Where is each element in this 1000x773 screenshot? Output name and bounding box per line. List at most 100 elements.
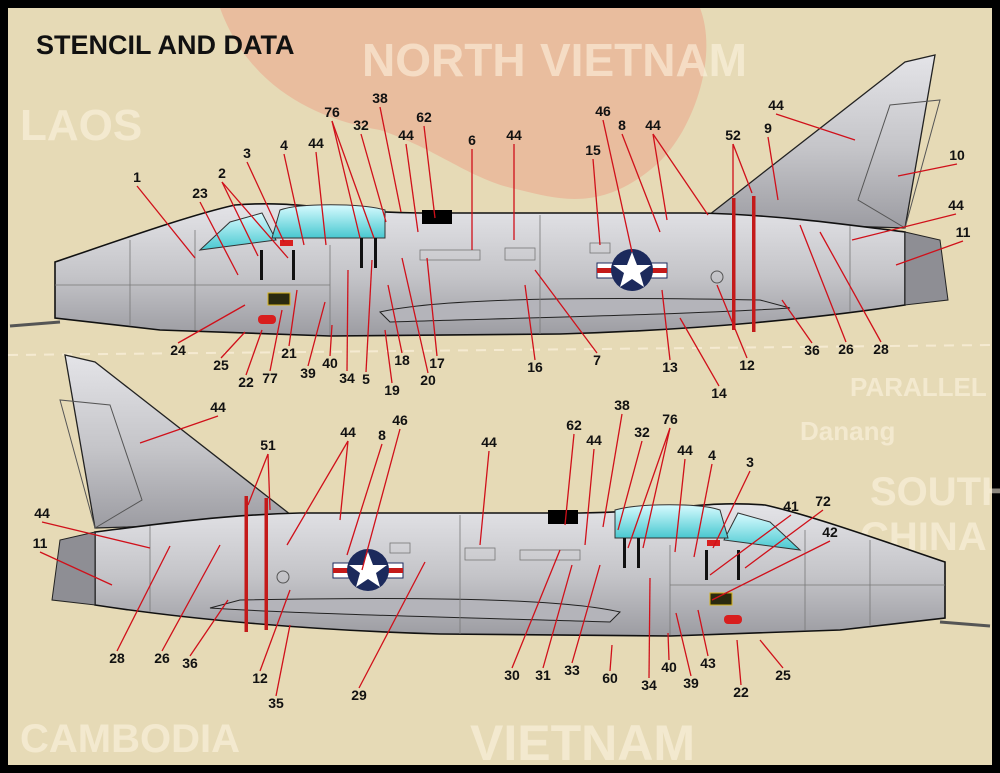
- leader-line: [895, 240, 964, 266]
- leader-line: [269, 309, 283, 372]
- callout-number: 25: [213, 357, 229, 373]
- callout-number: 44: [645, 117, 661, 133]
- leader-line: [286, 440, 349, 546]
- leader-line: [307, 301, 326, 367]
- callout-number: 77: [262, 370, 278, 386]
- callout-number: 26: [154, 650, 170, 666]
- callout-number: 4: [708, 447, 716, 463]
- callout-number: 34: [339, 370, 355, 386]
- map-label-south: SOUTH: [870, 470, 1000, 514]
- leader-line: [609, 644, 613, 672]
- callout-number: 21: [281, 345, 297, 361]
- leader-line: [245, 329, 263, 376]
- leader-line: [379, 106, 402, 213]
- leader-line: [331, 120, 361, 239]
- leader-line: [267, 453, 271, 511]
- callout-number: 29: [351, 687, 367, 703]
- callout-number: 35: [268, 695, 284, 711]
- callout-number: 44: [586, 432, 602, 448]
- leader-line: [851, 213, 957, 241]
- leader-line: [819, 231, 882, 343]
- leader-line: [511, 549, 561, 669]
- callout-number: 9: [764, 120, 772, 136]
- leader-line: [479, 450, 490, 546]
- leader-line: [716, 284, 748, 359]
- callout-number: 42: [822, 524, 838, 540]
- map-label-vietnam: VIETNAM: [540, 34, 747, 86]
- leader-line: [423, 125, 436, 219]
- callout-number: 34: [641, 677, 657, 693]
- callout-number: 44: [768, 97, 784, 113]
- callout-number: 1: [133, 169, 141, 185]
- leader-line: [247, 453, 269, 506]
- leader-line: [667, 632, 670, 661]
- callout-number: 32: [353, 117, 369, 133]
- leader-line: [709, 514, 792, 576]
- leader-line: [732, 143, 753, 194]
- leader-line: [697, 609, 709, 657]
- callout-number: 46: [595, 103, 611, 119]
- callout-number: 28: [873, 341, 889, 357]
- callout-number: 14: [711, 385, 727, 401]
- leader-line: [542, 564, 573, 669]
- leader-line: [221, 181, 289, 259]
- leader-line: [39, 551, 113, 586]
- leader-line: [387, 284, 403, 354]
- leader-line: [648, 577, 651, 679]
- leader-line: [365, 259, 373, 373]
- leader-line: [221, 181, 259, 257]
- callout-number: 32: [634, 424, 650, 440]
- callout-number: 3: [243, 145, 251, 161]
- callout-number: 25: [775, 667, 791, 683]
- callout-number: 36: [182, 655, 198, 671]
- page-title: STENCIL AND DATA: [36, 30, 295, 60]
- callout-number: 60: [602, 670, 618, 686]
- leader-line: [674, 458, 686, 553]
- leader-line: [571, 564, 601, 664]
- callout-number: 44: [948, 197, 964, 213]
- callout-number: 10: [949, 147, 965, 163]
- map-label-cambodia: CAMBODIA: [20, 717, 240, 761]
- callout-number: 44: [308, 135, 324, 151]
- leader-line: [329, 324, 333, 357]
- leader-line: [384, 329, 393, 384]
- map-label-north: NORTH: [362, 34, 526, 86]
- callout-number: 38: [372, 90, 388, 106]
- callout-number: 2: [218, 165, 226, 181]
- callout-number: 36: [804, 342, 820, 358]
- callout-number: 24: [170, 342, 186, 358]
- leader-line: [661, 289, 671, 361]
- leader-line: [346, 443, 383, 556]
- callout-number: 38: [614, 397, 630, 413]
- leader-line: [744, 509, 824, 569]
- callout-number: 44: [210, 399, 226, 415]
- leader-line: [358, 561, 426, 689]
- callout-number: 44: [340, 424, 356, 440]
- callout-number: 40: [322, 355, 338, 371]
- callout-number: 43: [700, 655, 716, 671]
- callout-number: 46: [392, 412, 408, 428]
- callout-number: 44: [506, 127, 522, 143]
- leader-line: [177, 304, 246, 344]
- map-label-danang: Danang: [800, 416, 895, 446]
- callout-number: 31: [535, 667, 551, 683]
- leader-line: [283, 153, 305, 246]
- callout-number: 44: [398, 127, 414, 143]
- leader-line: [712, 470, 751, 549]
- callout-number: 23: [192, 185, 208, 201]
- leader-line: [759, 639, 784, 669]
- leader-line: [339, 440, 349, 521]
- leader-line: [220, 331, 246, 359]
- callout-number: 18: [394, 352, 410, 368]
- leader-line: [675, 612, 692, 677]
- callout-number: 22: [733, 684, 749, 700]
- leader-line: [621, 133, 661, 233]
- callout-number: 40: [661, 659, 677, 675]
- leader-line: [767, 136, 779, 201]
- map-label-laos: LAOS: [20, 101, 142, 150]
- leader-line: [246, 161, 285, 243]
- callout-number: 44: [34, 505, 50, 521]
- callout-number: 20: [420, 372, 436, 388]
- leader-line: [275, 624, 291, 697]
